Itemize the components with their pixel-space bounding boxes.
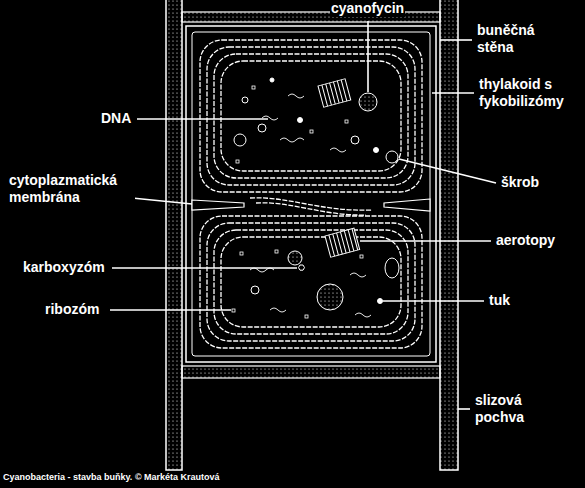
part-label: slizová pochva <box>474 392 548 426</box>
part-label: DNA <box>100 110 132 127</box>
lipid-droplet <box>374 148 379 153</box>
cell-wall <box>186 26 436 362</box>
leader-line <box>367 21 369 92</box>
leader-line <box>440 39 472 41</box>
aerotope-stripes <box>329 229 358 256</box>
leader-line <box>458 408 470 410</box>
starch-grain <box>234 134 246 146</box>
leader-line <box>110 309 231 311</box>
part-label: cytoplazmatická membrána <box>8 172 135 206</box>
ribosome <box>345 120 348 123</box>
thylakoid <box>221 237 401 327</box>
dna-fibril <box>280 138 304 142</box>
carboxysome <box>299 265 305 270</box>
cytoplasmic-membrane <box>192 32 430 356</box>
thylakoid <box>207 47 415 185</box>
sheath-band <box>166 0 182 470</box>
starch-grain <box>251 286 259 294</box>
dna-fibril <box>330 148 346 152</box>
leader-line <box>137 118 268 120</box>
caption: Cyanobacteria - stavba buňky. © Markéta … <box>3 472 220 483</box>
ribosome <box>232 309 235 312</box>
part-label: thylakoid s fykobilizómy <box>478 76 580 110</box>
leader-line <box>399 159 496 183</box>
thylakoid <box>250 198 372 210</box>
aerotope <box>325 228 360 257</box>
part-label: cyanofycin <box>330 0 405 17</box>
part-label: buněčná stěna <box>476 22 550 56</box>
starch-grain <box>351 136 359 144</box>
ribosome <box>240 252 243 255</box>
ribosome <box>252 86 255 89</box>
starch-grain <box>258 124 266 132</box>
leader-line <box>132 198 192 204</box>
ribosome <box>236 160 239 163</box>
part-label: škrob <box>500 174 540 191</box>
thylakoid <box>256 203 366 215</box>
ribosome <box>360 255 363 258</box>
part-label: aerotopy <box>495 232 556 249</box>
thylakoid <box>214 54 408 178</box>
dna-fibril <box>355 313 371 317</box>
cyanophycin-granule <box>359 93 377 111</box>
starch-grain <box>385 258 399 278</box>
thylakoid <box>214 230 408 334</box>
ribosome <box>275 250 278 253</box>
leader-line <box>383 300 484 302</box>
part-label: karboxyzóm <box>22 259 106 276</box>
ribosome <box>310 130 313 133</box>
septum <box>192 200 244 210</box>
aerotope-stripes <box>322 80 347 106</box>
leader-line <box>112 267 297 269</box>
dna-fibril <box>288 94 304 98</box>
lipid-droplet <box>298 118 303 123</box>
dna-fibril <box>270 308 286 312</box>
granule <box>288 251 302 265</box>
starch-grain <box>386 151 398 163</box>
inclusions <box>234 78 399 310</box>
aerotope-body <box>325 228 360 257</box>
aerotope <box>318 79 351 107</box>
thylakoid <box>221 61 401 171</box>
cross-wall <box>182 366 440 378</box>
septum <box>384 199 430 211</box>
sheath-band <box>440 0 458 470</box>
lipid-droplet <box>270 78 274 82</box>
thylakoid <box>200 40 422 192</box>
leader-lines <box>110 21 496 409</box>
part-label: tuk <box>488 292 511 309</box>
leader-line <box>360 240 491 242</box>
leader-line <box>432 92 474 94</box>
dna-fibrils <box>250 94 371 317</box>
part-label: ribozóm <box>44 301 100 318</box>
ribosomes <box>232 86 363 318</box>
starch-grain <box>242 97 248 103</box>
ribosome <box>305 315 308 318</box>
dna-fibril <box>350 273 366 277</box>
granule <box>317 284 343 310</box>
thylakoid <box>200 216 422 348</box>
aerotope-body <box>318 79 351 107</box>
lipid-droplet <box>378 299 383 304</box>
